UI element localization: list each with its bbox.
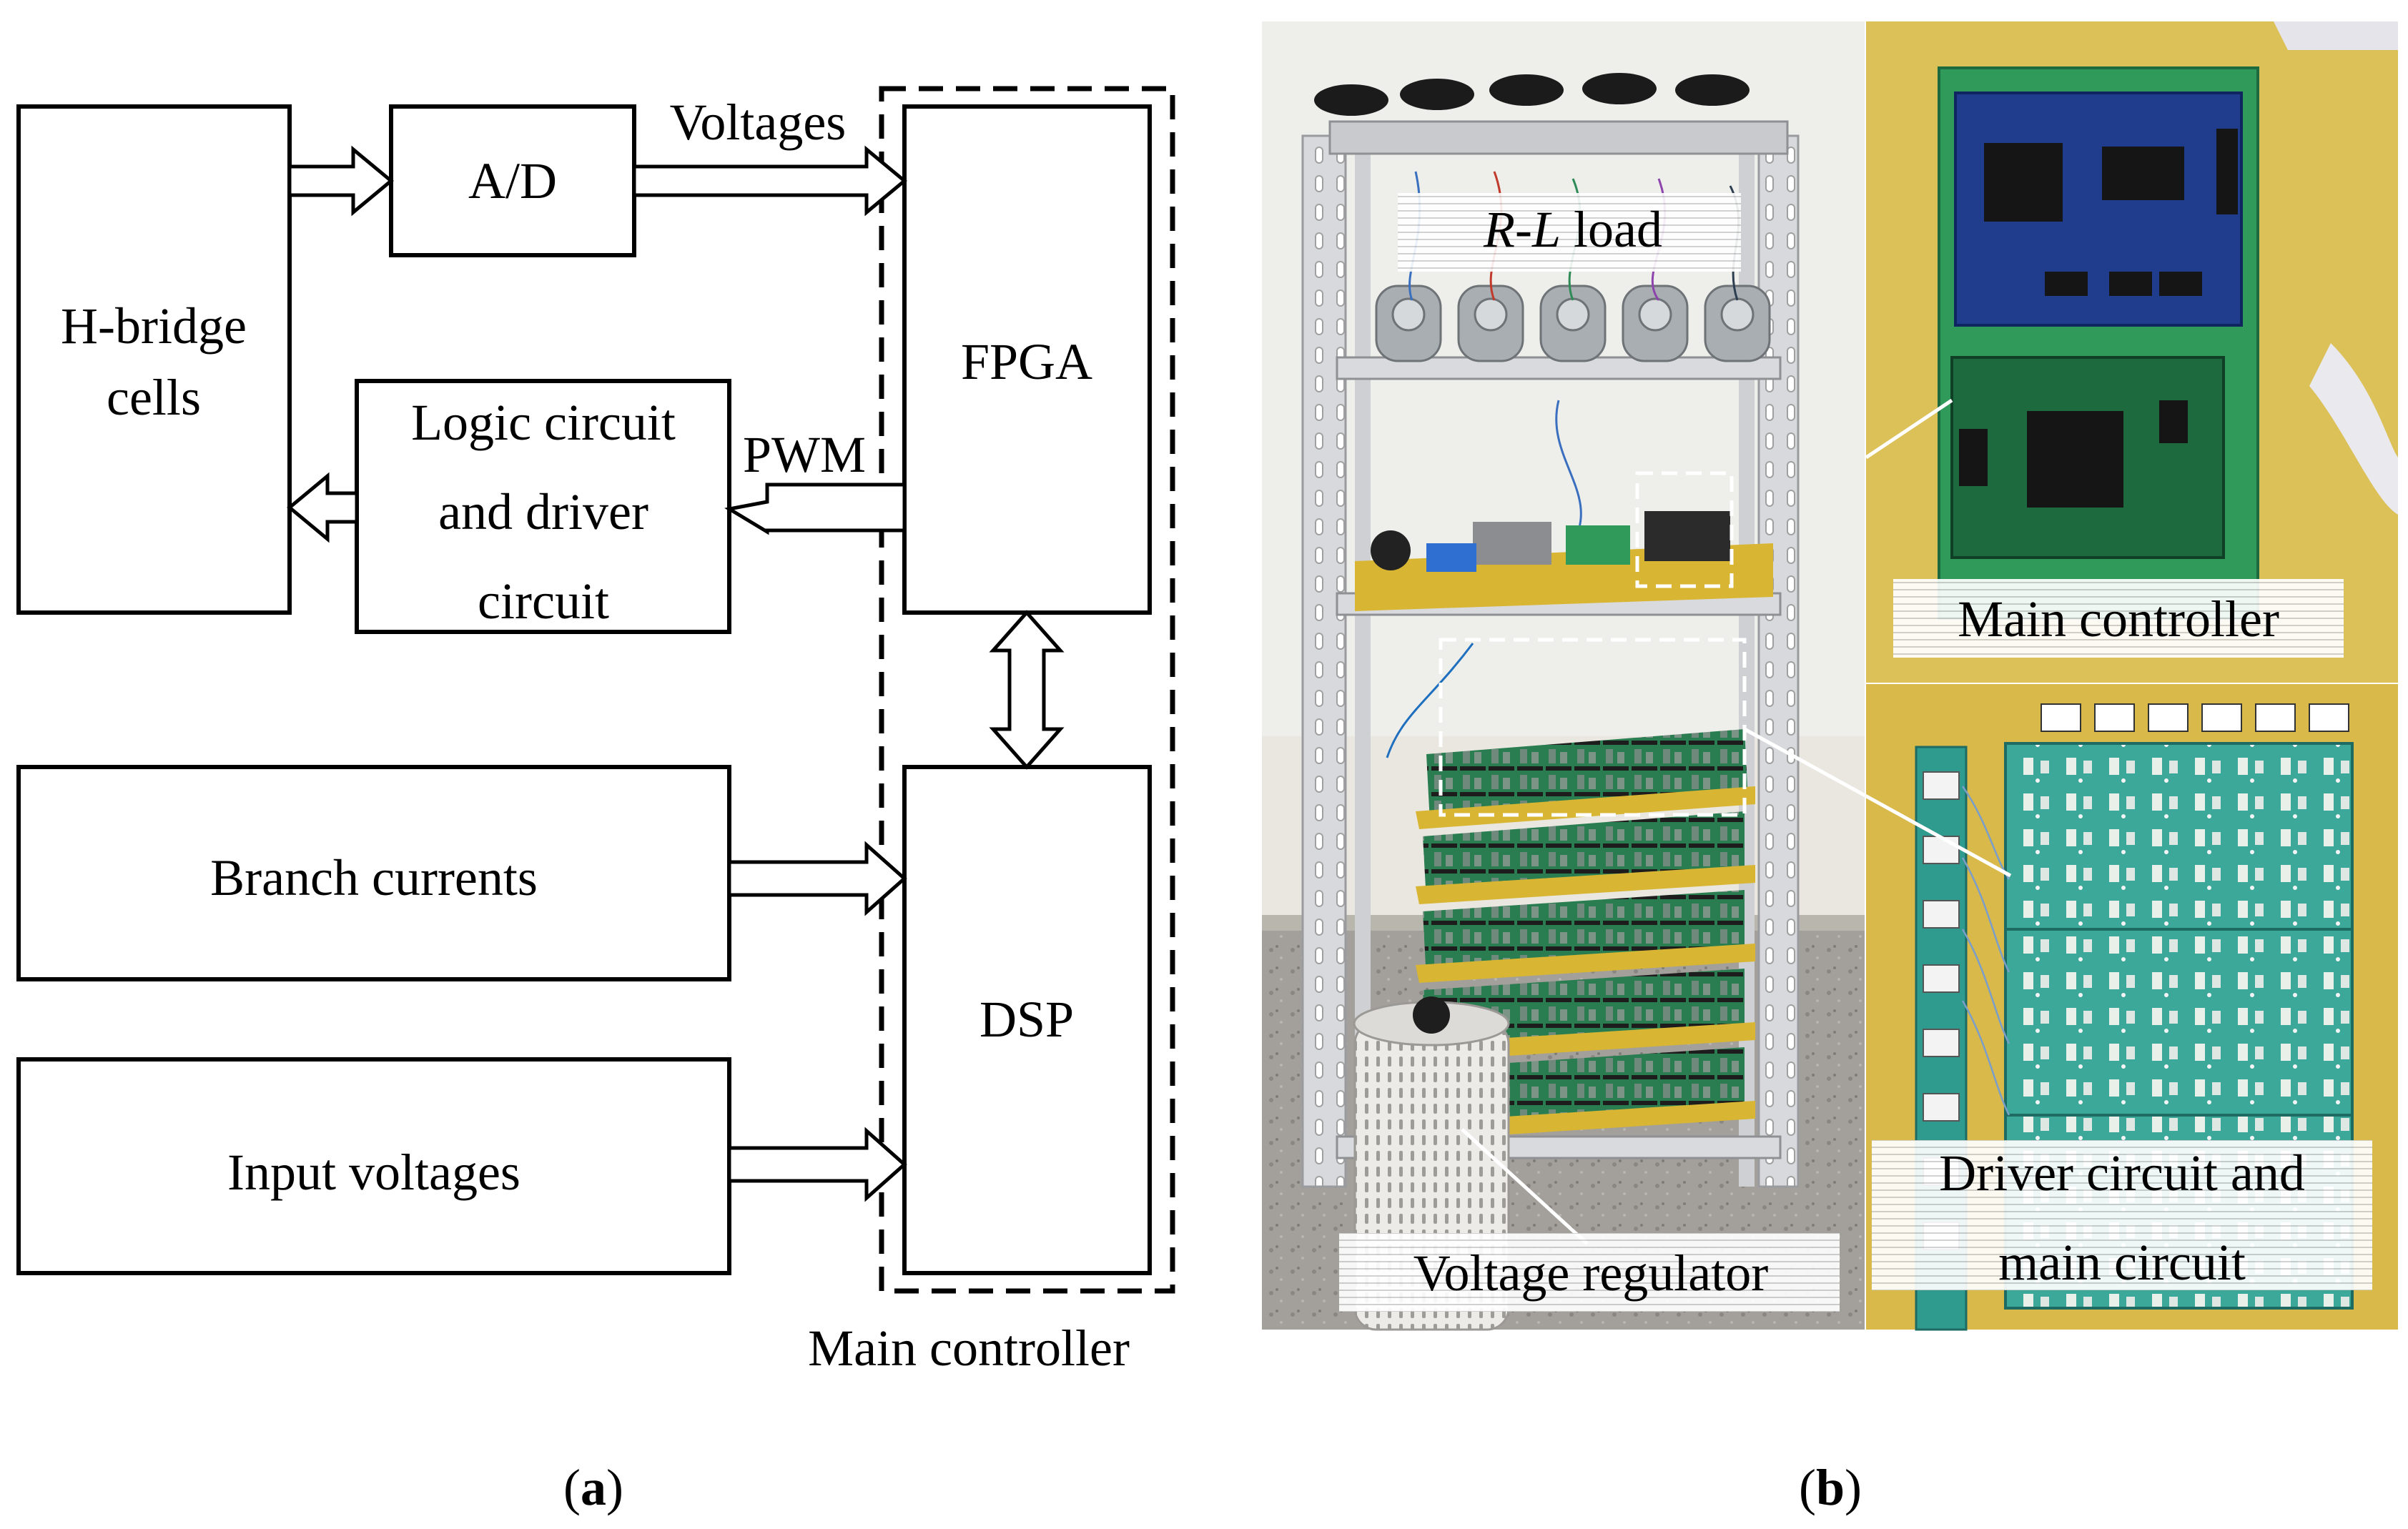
- driver-photo-label-line1: Driver circuit and: [1939, 1144, 2305, 1202]
- driver-photo-label-bg: [1872, 1140, 2372, 1290]
- voltages-signal-label: Voltages: [670, 94, 847, 151]
- driver-photo-label-line2: main circuit: [1998, 1234, 2246, 1291]
- arrow-ad-to-fpga: [632, 145, 907, 217]
- main-controller-photo-label-bg: [1893, 579, 2344, 658]
- logic-label-line3: circuit: [478, 573, 609, 630]
- top-shelf: [1328, 120, 1789, 155]
- hbridge-label-line1: H-bridge: [61, 297, 247, 355]
- logic-block: [355, 379, 731, 634]
- main-controller-group-label: Main controller: [808, 1320, 1130, 1377]
- caption-b: (b): [1799, 1459, 1862, 1516]
- rack-photo: R-L load Voltage regulator: [1262, 21, 1865, 1331]
- arrow-branch-to-dsp: [727, 841, 907, 916]
- arrow-fpga-to-logic: [724, 483, 907, 535]
- rl-load-inductors: [1375, 284, 1771, 362]
- panel-b-photo: R-L load Voltage regulator: [1262, 21, 2398, 1516]
- rack-upright-left: [1301, 134, 1347, 1188]
- hbridge-label-line2: cells: [107, 369, 201, 426]
- input-voltages-block: [16, 1057, 731, 1275]
- control-shelf-boards: [1355, 511, 1773, 611]
- leader-voltage-regulator: [1461, 1128, 1589, 1245]
- fpga-label: FPGA: [961, 333, 1092, 390]
- main-controller-photo-label: Main controller: [1958, 590, 2279, 648]
- branch-currents-label: Branch currents: [210, 849, 538, 906]
- dsp-block: [902, 765, 1152, 1275]
- hbridge-block: [16, 104, 292, 615]
- rl-load-label: R-L load: [1483, 201, 1662, 258]
- voltage-regulator-label: Voltage regulator: [1413, 1245, 1769, 1302]
- ad-label: A/D: [468, 152, 557, 209]
- input-voltages-label: Input voltages: [227, 1144, 520, 1201]
- caption-a: (a): [563, 1459, 623, 1516]
- logic-label-line2: and driver: [438, 483, 648, 540]
- dsp-label: DSP: [980, 991, 1074, 1048]
- arrow-logic-to-hbridge: [287, 472, 359, 543]
- arrow-fpga-dsp-bidirectional: [989, 610, 1065, 770]
- logic-label-line1: Logic circuit: [411, 394, 676, 451]
- main-controller-photo: Main controller: [1865, 21, 2398, 683]
- callout-driver-circuit: [1439, 638, 1747, 817]
- top-knobs: [1314, 73, 1750, 116]
- arrow-hbridge-to-ad: [287, 145, 394, 217]
- main-controller-group: [879, 86, 1175, 1294]
- callout-main-controller: [1635, 471, 1734, 588]
- driver-circuit-photo: Driver circuit and main circuit: [1743, 684, 2398, 1331]
- panel-a-block-diagram: H-bridge cells A/D Logic circuit and dri…: [16, 86, 1175, 1516]
- voltage-regulator-label-bg: [1339, 1233, 1840, 1312]
- rl-load-label-bg: [1398, 193, 1741, 272]
- arrow-input-to-dsp: [727, 1127, 907, 1202]
- pwm-signal-label: PWM: [743, 426, 866, 483]
